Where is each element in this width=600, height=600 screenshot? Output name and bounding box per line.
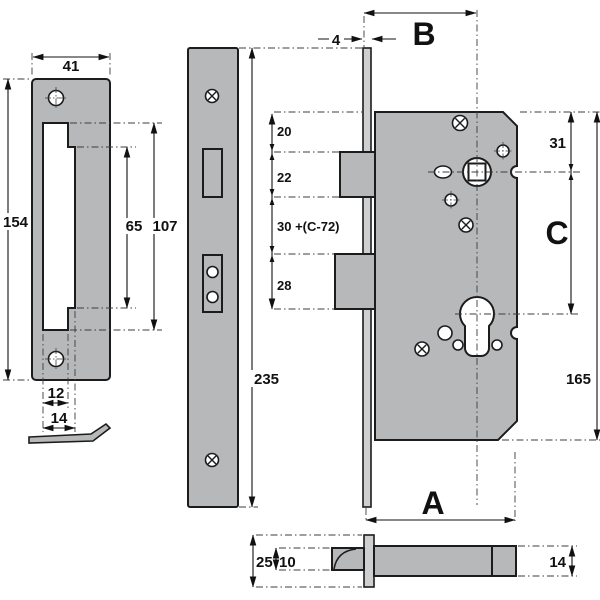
dimension-labels: 41 154 65 107 12 14 235 4 B 20 22 30 +(C…: [2, 16, 591, 571]
deadbolt: [334, 253, 376, 310]
dim-case-thickness-label: 14: [549, 554, 566, 571]
lock-body-view: [334, 47, 518, 508]
dim-backset-label: B: [412, 16, 435, 52]
latch-opening: [202, 148, 223, 198]
dim-depth-label: A: [421, 485, 444, 521]
latch-bolt: [339, 151, 376, 198]
forend-view: [187, 47, 239, 508]
latch-bolt-edge: [331, 547, 365, 571]
deadbolt-opening: [202, 254, 223, 313]
dim-slot-inner-label: 65: [126, 218, 143, 235]
dim-latch-thickness-label: 10: [279, 554, 296, 571]
strike-plate-view: [28, 78, 112, 444]
dim-slot-width-label: 12: [48, 385, 65, 402]
dim-top-to-spindle-label: 31: [549, 135, 566, 152]
deadbolt-pin-icon: [206, 265, 219, 279]
faceplate-edge: [363, 534, 375, 588]
fixing-hole-icon: [437, 325, 453, 341]
dim-strike-width-label: 41: [63, 58, 80, 75]
dim-stack-20-label: 20: [277, 124, 291, 139]
dim-slot-step-label: 14: [51, 410, 68, 427]
euro-cylinder-hole: [459, 295, 495, 357]
dim-centers-label: C: [545, 215, 568, 251]
case-edge: [373, 545, 517, 577]
fixing-hole-icon: [491, 339, 503, 351]
dim-stack-22-label: 22: [277, 170, 291, 185]
dim-stack-30-label: 30 +(C-72): [277, 219, 340, 234]
strike-plate-slot: [42, 122, 76, 331]
latch-bevel-curve: [333, 548, 357, 570]
dim-forend-height-label: 235: [254, 371, 279, 388]
dim-slot-height-label: 107: [152, 218, 177, 235]
dim-strike-height-label: 154: [3, 214, 29, 231]
extension-lines: [3, 10, 600, 588]
bottom-view: [331, 534, 517, 588]
fixing-hole-icon: [452, 339, 464, 351]
lock-body: [374, 111, 518, 441]
dim-stack-28-label: 28: [277, 278, 291, 293]
deadbolt-pin-icon: [206, 290, 219, 304]
dim-case-height-label: 165: [566, 371, 591, 388]
dim-faceplate-width-label: 25: [256, 554, 273, 571]
dim-faceplate-thickness-label: 4: [332, 32, 341, 49]
strike-plate-lip: [28, 422, 112, 444]
